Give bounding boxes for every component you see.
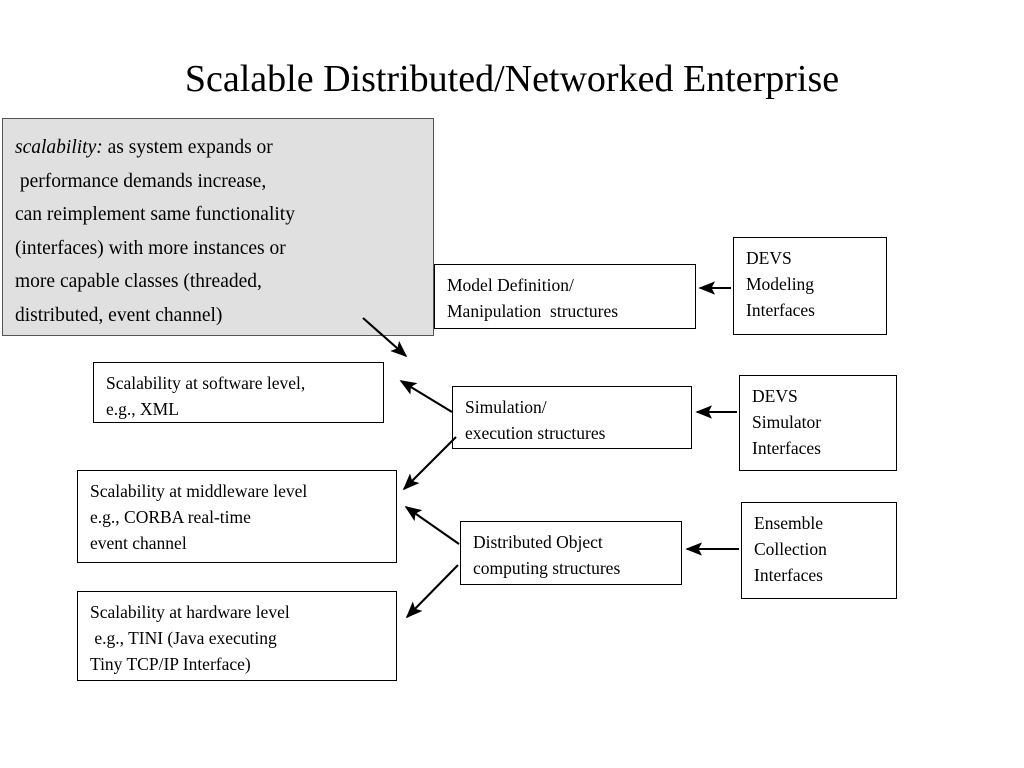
box-devs-modeling-interfaces[interactable]: DEVS Modeling Interfaces	[733, 237, 889, 337]
arrow-distributed-object-to-middleware-level	[404, 506, 460, 545]
callout-line-2: can reimplement same functionality	[15, 204, 295, 225]
callout-line-0: scalability: as system expands or	[15, 131, 423, 165]
callout-line-0-text: as system expands or	[102, 137, 273, 158]
box-devs-modeling-line-0: DEVS	[746, 248, 792, 268]
callout-line-5: distributed, event channel)	[15, 304, 223, 326]
box-scalability-hardware-line-0: Scalability at hardware level	[90, 602, 290, 622]
callout-line-3: (interfaces) with more instances or	[15, 237, 286, 259]
box-simulation[interactable]: Simulation/ execution structures	[452, 386, 694, 451]
box-scalability-middleware-line-1: e.g., CORBA real-time	[90, 507, 251, 527]
box-simulation-line-1: execution structures	[465, 423, 606, 443]
callout-line-1: performance demands increase,	[15, 170, 267, 192]
box-scalability-hardware-line-2: Tiny TCP/IP Interface)	[90, 654, 251, 674]
box-ensemble-collection-interfaces[interactable]: Ensemble Collection Interfaces	[741, 502, 899, 601]
box-distributed-object[interactable]: Distributed Object computing structures	[460, 521, 684, 587]
box-scalability-middleware-line-2: event channel	[90, 533, 187, 553]
arrow-simulation-to-middleware-level	[402, 436, 457, 491]
box-scalability-software-line-0: Scalability at software level,	[106, 373, 306, 393]
box-devs-modeling-line-2: Interfaces	[746, 300, 815, 320]
box-devs-simulator-line-0: DEVS	[752, 386, 798, 406]
box-ensemble-line-2: Interfaces	[754, 565, 823, 585]
box-model-definition-line-0: Model Definition/	[447, 275, 574, 295]
box-ensemble-line-0: Ensemble	[754, 513, 824, 533]
box-scalability-hardware-level[interactable]: Scalability at hardware level e.g., TINI…	[77, 591, 399, 683]
box-model-definition[interactable]: Model Definition/ Manipulation structure…	[434, 264, 698, 331]
callout-line-4: more capable classes (threaded,	[15, 271, 262, 292]
box-scalability-hardware-line-1: e.g., TINI (Java executing	[90, 628, 277, 648]
box-scalability-software-level[interactable]: Scalability at software level, e.g., XML	[93, 362, 386, 425]
box-scalability-software-line-1: e.g., XML	[106, 399, 179, 419]
page-title: Scalable Distributed/Networked Enterpris…	[184, 58, 840, 100]
callout-term: scalability:	[15, 137, 103, 158]
arrow-simulation-to-software-level	[399, 380, 453, 413]
box-scalability-middleware-line-0: Scalability at middleware level	[90, 481, 308, 501]
box-scalability-middleware-level[interactable]: Scalability at middleware level e.g., CO…	[77, 470, 399, 565]
box-devs-simulator-interfaces[interactable]: DEVS Simulator Interfaces	[739, 375, 899, 473]
box-ensemble-line-1: Collection	[754, 539, 827, 559]
box-devs-simulator-line-2: Interfaces	[752, 438, 821, 458]
scalability-definition-callout: scalability: as system expands or perfor…	[2, 118, 434, 336]
box-devs-modeling-line-1: Modeling	[746, 274, 815, 294]
box-distributed-object-line-0: Distributed Object	[473, 532, 603, 552]
box-model-definition-line-1: Manipulation structures	[447, 301, 619, 321]
box-simulation-line-0: Simulation/	[465, 397, 547, 417]
box-devs-simulator-line-1: Simulator	[752, 412, 822, 432]
arrow-distributed-object-to-hardware-level	[405, 564, 459, 619]
box-distributed-object-line-1: computing structures	[473, 558, 621, 578]
